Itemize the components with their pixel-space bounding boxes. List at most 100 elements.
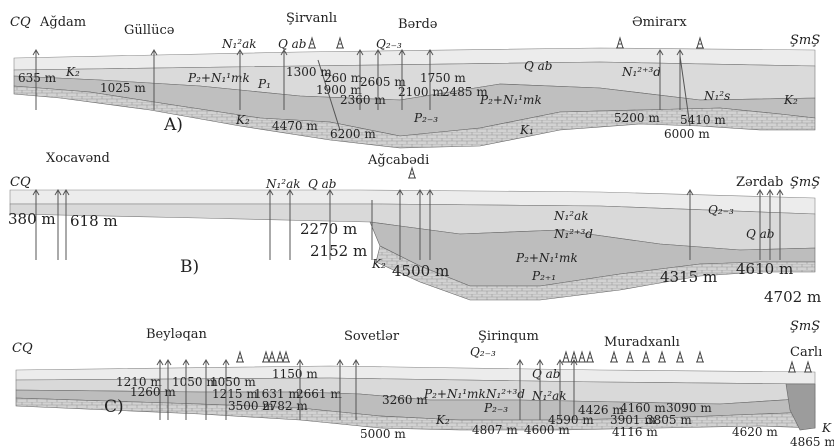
profile-b-right-endpoint: ŞmŞ: [790, 175, 820, 190]
drilling-rig-icon: [696, 36, 704, 49]
drilling-rig-icon: [578, 350, 586, 363]
well-arrow-icon: [686, 189, 694, 260]
well-arrow-icon: [426, 49, 434, 110]
well-arrow-icon: [374, 49, 382, 110]
profile-b-location-xocavend: Xocavənd: [46, 151, 110, 166]
profile-c-depth-label: 4426 m: [578, 403, 624, 417]
profile-c-formation-label: Q ab: [532, 367, 561, 381]
profile-c-depth-label: 4116 m: [612, 425, 658, 439]
profile-a-location-agdam: Ağdam: [39, 15, 86, 30]
profile-c-formation-label: N₁²⁺³d: [485, 387, 525, 401]
profile-c-depth-label: 1050 m: [210, 375, 256, 389]
profile-a-formation-label: Q ab: [524, 59, 553, 73]
well-arrow-icon: [416, 189, 424, 260]
well-arrow-icon: [516, 359, 524, 420]
profile-a-fault-line-2: [679, 55, 691, 127]
profile-a-depth-label: 2100 m: [398, 85, 444, 99]
profile-a-depth-label: 5200 m: [614, 111, 660, 125]
profile-b-depth-label: 618 m: [70, 212, 118, 230]
profile-b-formation-label: P₂₊₁: [531, 269, 556, 283]
well-arrow-icon: [536, 359, 544, 420]
profile-c-formation-label: K: [821, 421, 832, 435]
profile-c-formation-label: P₂₋₃: [483, 401, 508, 415]
profile-c-depth-label: 1050 m: [172, 375, 218, 389]
profile-a-depth-label: 260 m: [324, 71, 363, 85]
profile-a: CQ Ağdam Güllücə Şirvanlı Bərdə Əmirarx …: [10, 11, 820, 149]
profile-a-depth-label: 4470 m: [272, 119, 318, 133]
drilling-rig-icon: [804, 360, 812, 373]
profile-b-depth-label: 4500 m: [392, 262, 449, 280]
profile-a-location-berde: Bərdə: [398, 17, 438, 32]
well-arrow-icon: [776, 189, 784, 260]
profile-b-depth-label: 2152 m: [310, 242, 367, 260]
well-arrow-icon: [570, 359, 578, 420]
profile-c-depth-label: 4807 m: [472, 423, 518, 437]
profile-b-depth-label: 4702 m: [764, 288, 821, 306]
well-arrow-icon: [326, 189, 334, 260]
profile-b-formation-label: N₁²ak: [553, 209, 589, 223]
profile-c-depth-label: 4160 m: [620, 401, 666, 415]
profile-a-right-endpoint: ŞmŞ: [790, 33, 820, 48]
profile-a-depth-label: 1300 m: [286, 65, 332, 79]
profile-c-depth-label: 3090 m: [666, 401, 712, 415]
well-arrow-icon: [280, 49, 288, 110]
drilling-rig-icon: [696, 350, 704, 363]
drilling-rig-icon: [788, 360, 796, 373]
drilling-rig-icon: [268, 350, 276, 363]
profile-c-depth-label: 1150 m: [272, 367, 318, 381]
profile-a-location-emirarx: Əmirarx: [632, 15, 687, 30]
profile-a-formation-label: K₂: [65, 65, 80, 79]
well-arrow-icon: [396, 189, 404, 260]
well-arrow-icon: [296, 359, 304, 420]
well-arrow-icon: [398, 49, 406, 110]
profile-a-location-sirvanli: Şirvanlı: [286, 11, 337, 26]
well-arrow-icon: [164, 359, 172, 420]
profile-a-depth-label: 2485 m: [442, 85, 488, 99]
profile-c-depth-label: 1260 m: [130, 385, 176, 399]
profile-a-fault-line: [317, 59, 341, 131]
well-arrow-icon: [426, 189, 434, 260]
profile-c-formation-label: Q₂₋₃: [470, 345, 496, 359]
drilling-rig-icon: [262, 350, 270, 363]
profile-c-carli-trough: [785, 383, 816, 431]
well-arrow-icon: [156, 359, 164, 420]
drilling-rig-icon: [586, 350, 594, 363]
well-arrow-icon: [236, 49, 244, 110]
profile-b-depth-label: 380 m: [8, 210, 56, 228]
profile-c-depth-label: 5000 m: [360, 427, 406, 441]
profile-c-depth-label: 3500 m: [228, 399, 274, 413]
profile-b-left-endpoint: CQ: [10, 175, 31, 190]
profile-a-depth-label: 2605 m: [360, 75, 406, 89]
wells-layer: [32, 36, 812, 420]
profile-b-formation-label: N₁²⁺³d: [553, 227, 593, 241]
drilling-rig-icon: [642, 350, 650, 363]
profile-a-formation-label: N₁²⁺³d: [621, 65, 661, 79]
profile-c-left-endpoint: CQ: [12, 341, 33, 356]
well-arrow-icon: [54, 189, 62, 260]
drilling-rig-icon: [658, 350, 666, 363]
profile-b: CQ Xocavənd Ağcabədi Zərdab ŞmŞ B) 380 m…: [8, 151, 821, 306]
well-arrow-icon: [182, 359, 190, 420]
profile-a-formation-label: Q₂₋₃: [376, 37, 402, 51]
profile-a-formation-label: P₂₋₃: [413, 111, 438, 125]
profile-a-depth-label: 6000 m: [664, 127, 710, 141]
profile-a-formation-label: P₂+N₁¹mk: [187, 71, 250, 85]
profile-b-panel-label: B): [180, 257, 199, 277]
profile-c-depth-label: 4600 m: [524, 423, 570, 437]
drilling-rig-icon: [282, 350, 290, 363]
profile-c-formation-label: K₂: [435, 413, 450, 427]
profile-c-depth-label: 3805 m: [646, 413, 692, 427]
profile-c-depth-label: 1215 m: [212, 387, 258, 401]
well-arrow-icon: [756, 189, 764, 260]
profile-c-panel-label: C): [104, 397, 124, 417]
well-arrow-icon: [356, 49, 364, 110]
profile-a-depth-label: 1025 m: [100, 81, 146, 95]
well-arrow-icon: [266, 189, 274, 260]
profile-a-formation-label: P₁: [257, 77, 271, 91]
profile-b-depth-label: 4315 m: [660, 268, 717, 286]
well-arrow-icon: [336, 359, 344, 420]
profile-a-formation-label: P₂+N₁¹mk: [479, 93, 542, 107]
profile-c-depth-label: 3260 m: [382, 393, 428, 407]
